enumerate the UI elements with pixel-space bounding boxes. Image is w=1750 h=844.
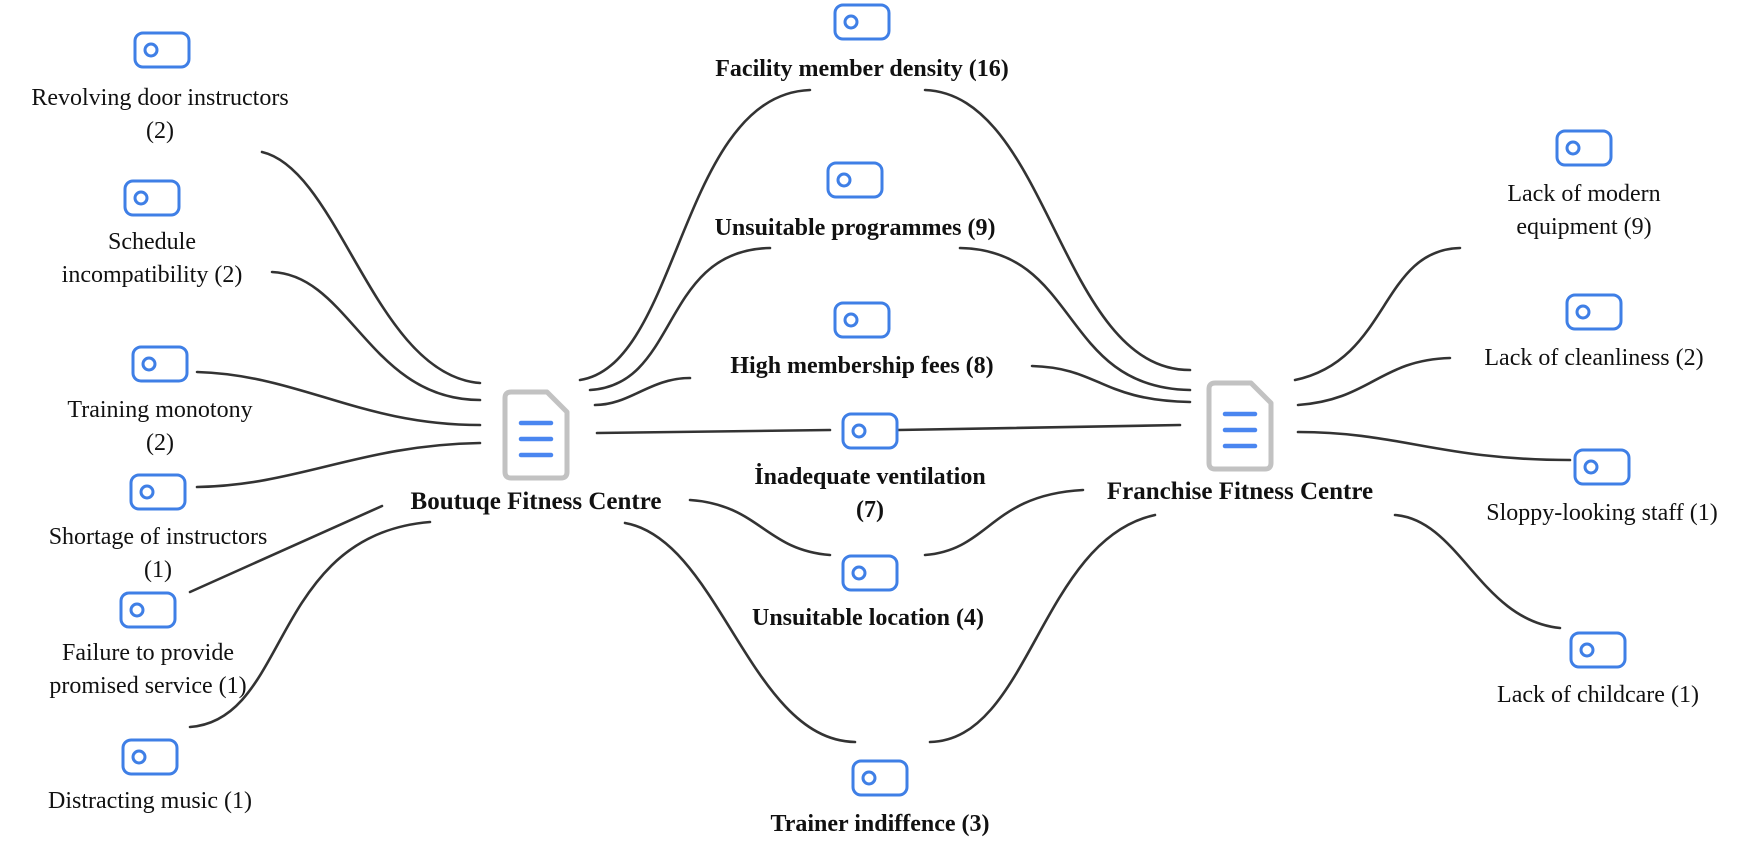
code-node-icon-training-monotony bbox=[131, 345, 189, 383]
code-label-revolving-door: Revolving door instructors(2) bbox=[31, 85, 289, 144]
link-shared-5-franchise bbox=[923, 488, 1085, 557]
code-label-unsuitable-programmes: Unsuitable programmes (9) bbox=[714, 215, 996, 241]
link-shared-6-franchise bbox=[928, 513, 1157, 744]
link-right-1 bbox=[1293, 246, 1462, 382]
link-shared-2-franchise bbox=[958, 246, 1192, 392]
link-right-4 bbox=[1393, 513, 1562, 630]
link-left-6 bbox=[188, 520, 432, 729]
link-shared-1-franchise bbox=[923, 88, 1192, 372]
code-label-sloppy-staff: Sloppy-looking staff (1) bbox=[1486, 500, 1718, 526]
document-icons bbox=[502, 380, 1274, 481]
link-right-2 bbox=[1296, 356, 1452, 407]
link-left-2 bbox=[270, 270, 482, 402]
code-node-icon-cleanliness bbox=[1565, 293, 1623, 331]
code-node-icon-facility-density bbox=[833, 3, 891, 41]
link-left-4 bbox=[195, 441, 482, 489]
code-node-icon-modern-equipment bbox=[1555, 129, 1613, 167]
link-shared-6-boutique bbox=[623, 521, 857, 744]
code-icons bbox=[119, 3, 1631, 797]
link-shared-1-boutique bbox=[578, 88, 812, 382]
code-node-icon-trainer-indifference bbox=[851, 759, 909, 797]
document-icon-franchise bbox=[1206, 380, 1274, 472]
link-shared-5-boutique bbox=[688, 498, 832, 557]
link-shared-2-boutique bbox=[588, 246, 772, 392]
code-label-inadequate-ventilation: İnadequate ventilation(7) bbox=[754, 464, 986, 523]
code-node-icon-unsuitable-programmes bbox=[826, 161, 884, 199]
code-node-icon-childcare bbox=[1569, 631, 1627, 669]
code-node-icon-failure-service bbox=[119, 591, 177, 629]
link-shared-4-boutique bbox=[595, 428, 832, 435]
code-node-icon-distracting-music bbox=[121, 738, 179, 776]
document-icon-boutique bbox=[502, 389, 570, 481]
link-shared-3-boutique bbox=[593, 376, 692, 407]
link-left-5 bbox=[188, 504, 384, 594]
code-label-membership-fees: High membership fees (8) bbox=[730, 353, 994, 379]
code-label-shortage-instructors: Shortage of instructors(1) bbox=[48, 524, 268, 583]
code-label-unsuitable-location: Unsuitable location (4) bbox=[751, 605, 985, 631]
code-label-training-monotony: Training monotony(2) bbox=[67, 397, 253, 456]
code-label-trainer-indifference: Trainer indiffence (3) bbox=[770, 811, 990, 837]
link-left-3 bbox=[195, 370, 482, 427]
hub-label-boutique: Boutuqe Fitness Centre bbox=[410, 488, 662, 515]
links bbox=[188, 88, 1572, 744]
code-node-icon-revolving-door bbox=[133, 31, 191, 69]
code-label-childcare: Lack of childcare (1) bbox=[1497, 682, 1699, 708]
link-right-3 bbox=[1296, 430, 1572, 462]
link-shared-3-franchise bbox=[1030, 364, 1192, 404]
hub-label-franchise: Franchise Fitness Centre bbox=[1106, 478, 1374, 505]
code-label-cleanliness: Lack of cleanliness (2) bbox=[1484, 345, 1704, 371]
code-label-distracting-music: Distracting music (1) bbox=[48, 788, 252, 814]
code-node-icon-membership-fees bbox=[833, 301, 891, 339]
link-shared-4-franchise bbox=[896, 423, 1182, 432]
code-label-facility-density: Facility member density (16) bbox=[715, 56, 1009, 82]
code-node-icon-inadequate-ventilation bbox=[841, 412, 899, 450]
code-node-icon-sloppy-staff bbox=[1573, 448, 1631, 486]
code-node-icon-schedule bbox=[123, 179, 181, 217]
link-left-1 bbox=[260, 150, 482, 385]
code-node-icon-unsuitable-location bbox=[841, 554, 899, 592]
code-node-icon-shortage-instructors bbox=[129, 473, 187, 511]
